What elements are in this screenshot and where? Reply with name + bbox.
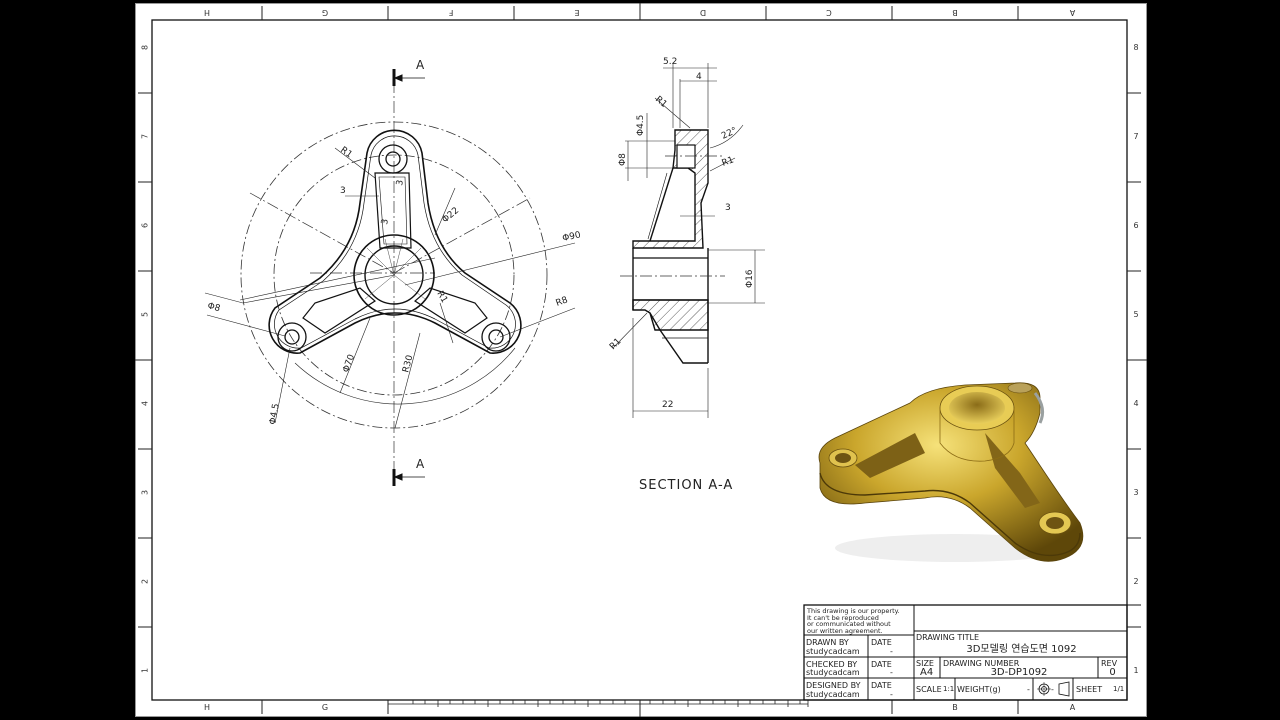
dim-height-22: 22 <box>662 400 673 410</box>
zone-row-5-right: 5 <box>1133 310 1139 319</box>
zone-row-7-right: 7 <box>1133 132 1139 141</box>
dim-arm-radius: R8 <box>555 295 570 309</box>
zone-col-g-bottom: G <box>321 703 329 712</box>
size-label: SIZE <box>916 659 934 668</box>
zone-row-7-left: 7 <box>140 133 150 140</box>
designed-date-label: DATE <box>871 681 892 690</box>
dim-hub-dia: Φ22 <box>441 206 462 226</box>
zone-col-a-top: A <box>1069 8 1076 17</box>
front-view-dimensions: A A R1 3 3 3 Φ22 Φ90 Φ8 R8 R1 Φ70 R30 Φ4… <box>206 58 582 471</box>
weight-label: WEIGHT(g) <box>957 685 1001 694</box>
dim-dia-4-5: Φ4.5 <box>636 115 646 136</box>
weight-value: - <box>1027 685 1030 694</box>
zone-row-1-left: 1 <box>140 667 150 674</box>
drawing-number-label: DRAWING NUMBER <box>943 659 1020 668</box>
title-block <box>803 604 1141 701</box>
drawn-by-label: DRAWN BY <box>806 638 849 647</box>
rev-label: REV <box>1101 659 1118 668</box>
zone-row-4-left: 4 <box>140 400 150 407</box>
dim-5-2: 5.2 <box>663 57 677 67</box>
dim-web-3a: 3 <box>395 179 406 186</box>
sheet-label: SHEET <box>1076 685 1103 694</box>
checked-by-label: CHECKED BY <box>806 660 858 669</box>
zone-col-b-top: B <box>952 8 958 17</box>
zone-row-8-left: 8 <box>140 44 150 51</box>
dim-pcd-90: Φ90 <box>562 230 582 244</box>
checked-by-value: studycadcam <box>806 668 860 677</box>
scale-label: SCALE <box>916 685 942 694</box>
zone-row-6-left: 6 <box>140 222 150 229</box>
dim-arm-blend: R30 <box>401 354 415 374</box>
dim-angle-22: 22° <box>720 126 739 142</box>
front-view <box>204 69 576 486</box>
zone-row-5-left: 5 <box>140 311 150 318</box>
drawing-sheet: A A R1 3 3 3 Φ22 Φ90 Φ8 R8 R1 Φ70 R30 Φ4… <box>135 3 1147 717</box>
dim-pcd-70: Φ70 <box>341 353 357 374</box>
dim-4: 4 <box>696 72 702 82</box>
section-view <box>612 63 765 418</box>
dim-hole-thru: Φ4.5 <box>268 403 282 426</box>
zone-row-6-right: 6 <box>1133 221 1139 230</box>
dim-rib-width: 3 <box>340 186 346 196</box>
dim-fillet-r1: R1 <box>434 290 449 305</box>
scale-value: 1:1 <box>943 685 955 693</box>
zone-col-f-top: F <box>448 8 454 17</box>
section-title: SECTION A-A <box>639 478 733 493</box>
property-notice: This drawing is our property. It can't b… <box>807 607 900 635</box>
section-marker-bottom: A <box>416 457 425 471</box>
section-view-dimensions: 5.2 4 R1 Φ4.5 22° Φ8 R1 3 Φ16 R1 22 SECT… <box>608 57 755 493</box>
zone-row-2-left: 2 <box>140 578 150 585</box>
dim-wall-3: 3 <box>725 203 731 213</box>
drawing-title: 3D모델링 연습도면 1092 <box>966 644 1077 655</box>
drawn-date-value: - <box>890 647 893 656</box>
rev-value: 0 <box>1109 667 1116 678</box>
drawn-date-label: DATE <box>871 638 892 647</box>
render-3d <box>818 382 1084 562</box>
section-marker-top: A <box>416 58 425 72</box>
zone-row-1-right: 1 <box>1133 666 1139 675</box>
zone-col-g-top: G <box>321 8 329 17</box>
dim-r1-mid: R1 <box>721 155 736 168</box>
designed-by-label: DESIGNED BY <box>806 681 861 690</box>
size-value: A4 <box>920 667 934 678</box>
sheet-value: 1/1 <box>1113 685 1125 693</box>
dim-hole-cbore: Φ8 <box>206 301 221 314</box>
zone-col-h-bottom: H <box>203 703 210 712</box>
zone-row-2-right: 2 <box>1133 577 1139 586</box>
zone-row-8-right: 8 <box>1133 43 1139 52</box>
zone-col-a-bottom: A <box>1069 703 1076 712</box>
dim-r1-top: R1 <box>338 145 354 160</box>
designed-date-value: - <box>890 690 893 699</box>
zone-col-c-top: C <box>826 8 832 17</box>
zone-col-e-top: E <box>574 8 580 17</box>
dim-bore-16: Φ16 <box>745 269 755 288</box>
drawing-title-label: DRAWING TITLE <box>916 633 980 642</box>
dim-r1-bottom: R1 <box>608 337 624 353</box>
zone-row-4-right: 4 <box>1133 399 1139 408</box>
designed-by-value: studycadcam <box>806 690 860 699</box>
zone-row-3-left: 3 <box>140 489 150 496</box>
drawing-number: 3D-DP1092 <box>990 667 1048 678</box>
zone-row-3-right: 3 <box>1133 488 1139 497</box>
zone-col-d-top: D <box>699 8 707 17</box>
zone-col-h-top: H <box>204 8 211 17</box>
checked-date-value: - <box>890 668 893 677</box>
first-angle-projection-icon <box>1035 681 1071 697</box>
projection-separator: - <box>1051 685 1054 694</box>
checked-date-label: DATE <box>871 660 892 669</box>
dim-dia-8: Φ8 <box>618 153 628 166</box>
drawn-by-value: studycadcam <box>806 647 860 656</box>
zone-col-b-bottom: B <box>952 703 958 712</box>
drawing-canvas: A A R1 3 3 3 Φ22 Φ90 Φ8 R8 R1 Φ70 R30 Φ4… <box>135 3 1147 717</box>
dim-web-3b: 3 <box>380 218 391 225</box>
